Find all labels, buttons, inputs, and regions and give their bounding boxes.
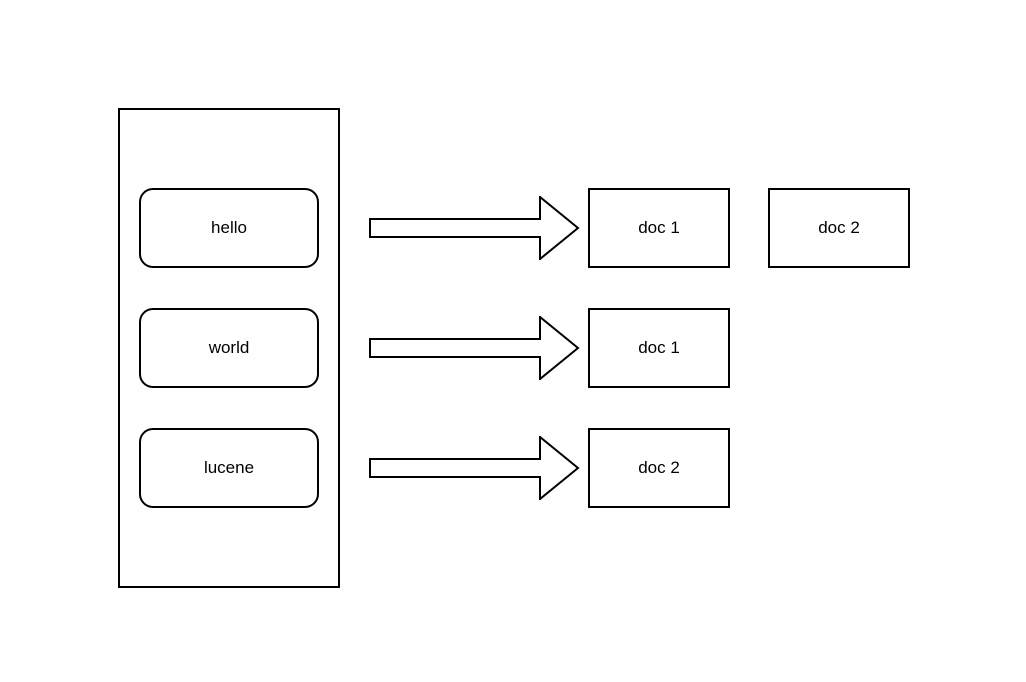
term-box-hello: hello (139, 188, 319, 268)
term-label-hello: hello (211, 218, 247, 237)
arrow-right-icon-lucene (369, 436, 580, 500)
doc-label: doc 2 (818, 218, 860, 237)
term-box-world: world (139, 308, 319, 388)
doc-box-hello-doc1: doc 1 (588, 188, 730, 268)
arrow-right-icon-hello (369, 196, 580, 260)
doc-label: doc 2 (638, 458, 680, 477)
doc-label: doc 1 (638, 338, 680, 357)
arrow-right-icon-world (369, 316, 580, 380)
doc-box-hello-doc2: doc 2 (768, 188, 910, 268)
term-box-lucene: lucene (139, 428, 319, 508)
term-label-lucene: lucene (203, 458, 255, 477)
term-label-world: world (208, 338, 250, 357)
doc-label: doc 1 (638, 218, 680, 237)
doc-box-world-doc1: doc 1 (588, 308, 730, 388)
doc-box-lucene-doc2: doc 2 (588, 428, 730, 508)
